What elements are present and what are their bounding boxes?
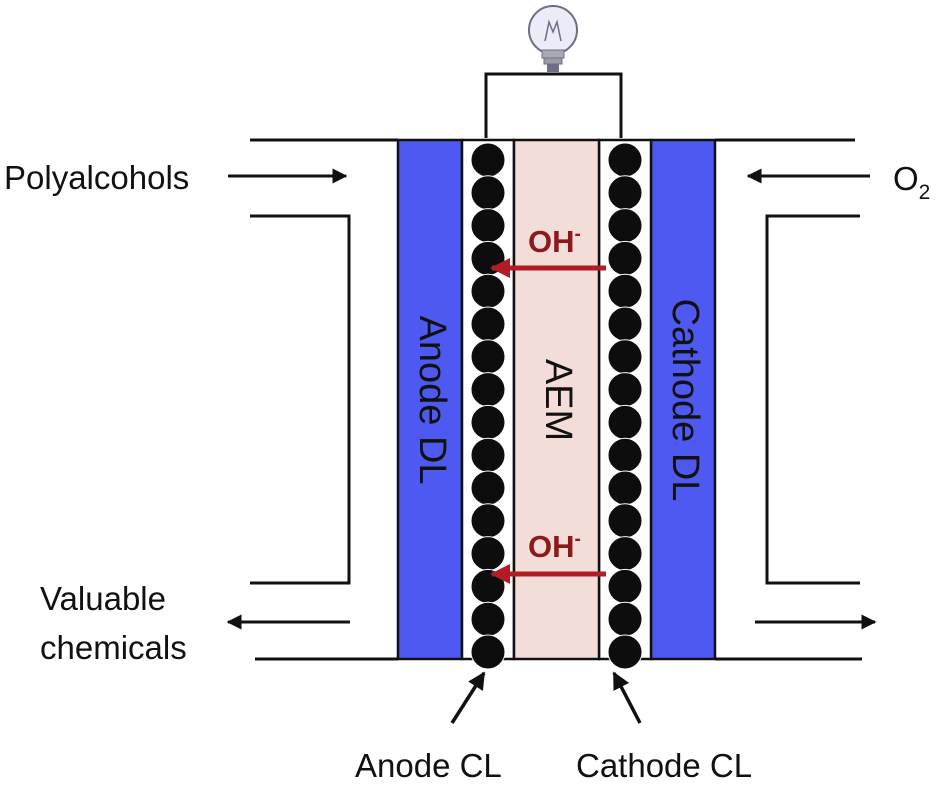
circuit-wire xyxy=(484,72,623,138)
anode-catalyst-particle xyxy=(470,142,506,178)
hydroxide-label-top: OH- xyxy=(528,224,581,259)
cathode-diffusion-layer xyxy=(649,138,717,661)
cathode-catalyst-particle xyxy=(607,306,643,342)
cathode-catalyst-particle xyxy=(607,437,643,473)
anode-cl-pointer xyxy=(450,671,486,724)
anode-catalyst-particle xyxy=(470,306,506,342)
anode-diffusion-layer xyxy=(396,138,464,661)
right-channel-inner-wall xyxy=(765,214,860,585)
anode-catalyst-particle xyxy=(470,503,506,539)
anode-catalyst-particle xyxy=(470,372,506,408)
cathode-dl-label: Cathode DL xyxy=(664,299,706,502)
cathode-catalyst-particle xyxy=(607,273,643,309)
anode-cl-label: Anode CL xyxy=(355,747,502,784)
polyalcohols-label: Polyalcohols xyxy=(4,159,189,196)
cathode-catalyst-particle xyxy=(607,568,643,604)
cathode-particle-column xyxy=(607,142,643,670)
anode-particle-column xyxy=(470,142,506,670)
cathode-catalyst-particle xyxy=(607,142,643,178)
cathode-catalyst-particle xyxy=(607,601,643,637)
cathode-catalyst-particle xyxy=(607,634,643,670)
anode-catalyst-particle xyxy=(470,208,506,244)
cathode-cl-pointer xyxy=(612,671,642,724)
anode-catalyst-particle xyxy=(470,273,506,309)
cathode-catalyst-particle xyxy=(607,404,643,440)
left-channel-inner-wall xyxy=(250,214,351,585)
anode-catalyst-particle xyxy=(470,437,506,473)
cathode-catalyst-particle xyxy=(607,339,643,375)
cathode-cl-label: Cathode CL xyxy=(576,747,752,784)
anode-catalyst-particle xyxy=(470,175,506,211)
anode-catalyst-particle xyxy=(470,339,506,375)
cathode-catalyst-particle xyxy=(607,175,643,211)
anode-catalyst-particle xyxy=(470,601,506,637)
anode-catalyst-particle xyxy=(470,634,506,670)
anode-catalyst-particle xyxy=(470,536,506,572)
anode-catalyst-particle xyxy=(470,470,506,506)
cathode-catalyst-particle xyxy=(607,240,643,276)
light-bulb-icon xyxy=(528,5,578,72)
valuable-label: Valuable xyxy=(40,580,166,617)
cathode-catalyst-particle xyxy=(607,208,643,244)
oxygen-label: O2 xyxy=(893,160,930,204)
cathode-catalyst-particle xyxy=(607,470,643,506)
anode-catalyst-particle xyxy=(470,404,506,440)
cathode-catalyst-particle xyxy=(607,372,643,408)
cathode-catalyst-particle xyxy=(607,536,643,572)
hydroxide-label-bottom: OH- xyxy=(528,529,581,564)
aem-label: AEM xyxy=(537,359,579,441)
cathode-catalyst-particle xyxy=(607,503,643,539)
chemicals-label: chemicals xyxy=(40,629,187,666)
anode-dl-label: Anode DL xyxy=(411,315,453,484)
